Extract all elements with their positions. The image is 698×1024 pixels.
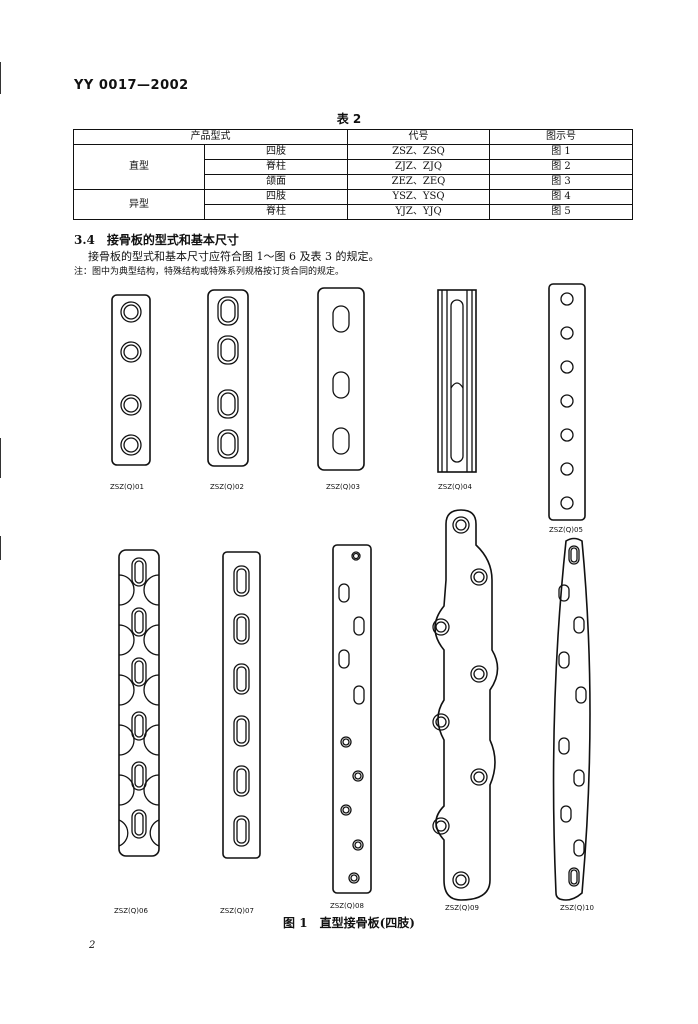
page-number: 2 [89, 940, 96, 951]
plate-drawing-06 [118, 549, 160, 857]
figure-label-04: ZSZ(Q)04 [438, 483, 472, 491]
standard-code: YY 0017—2002 [74, 78, 189, 93]
figure-label-03: ZSZ(Q)03 [326, 483, 360, 491]
plate-drawing-03 [317, 287, 365, 471]
plate-drawing-05 [548, 283, 586, 521]
figure-label-02: ZSZ(Q)02 [210, 483, 244, 491]
plate-drawing-07 [222, 551, 261, 859]
table-row: 直型 四肢 ZSZ、ZSQ 图 1 [73, 144, 633, 190]
scan-edge-mark [0, 438, 1, 478]
figure-label-05: ZSZ(Q)05 [549, 526, 583, 534]
figure-label-08: ZSZ(Q)08 [330, 902, 364, 910]
figure-label-06: ZSZ(Q)06 [114, 907, 148, 915]
figure-label-01: ZSZ(Q)01 [110, 483, 144, 491]
plate-drawing-10 [552, 537, 591, 901]
table-title: 表 2 [336, 112, 362, 126]
section-heading: 3.4 接骨板的型式和基本尺寸 [74, 233, 239, 247]
product-type-table: 产品型式 代号 图示号 直型 四肢 ZSZ、ZSQ 图 1 脊柱 ZJZ、ZJQ… [73, 129, 633, 220]
table-cell: YJZ、YJQ [347, 204, 490, 220]
figure-caption: 图 1 直型接骨板(四肢) [283, 916, 415, 930]
figure-label-07: ZSZ(Q)07 [220, 907, 254, 915]
section-text: 接骨板的型式和基本尺寸应符合图 1～图 6 及表 3 的规定。 [88, 250, 380, 263]
plate-drawing-08 [332, 544, 372, 894]
scan-edge-mark [0, 62, 1, 94]
plate-drawing-04 [437, 289, 477, 473]
scan-edge-mark [0, 536, 1, 560]
figure-label-10: ZSZ(Q)10 [560, 904, 594, 912]
table-row: 异型 四肢 YSZ、YSQ 图 4 [73, 189, 633, 220]
plate-drawing-09 [432, 509, 499, 901]
table-row: 颌面 ZEZ、ZEQ 图 3 [74, 174, 633, 190]
table-group-cell: 异型 [73, 189, 205, 220]
plate-drawing-01 [111, 294, 151, 466]
plate-drawing-02 [207, 289, 249, 467]
figure-label-09: ZSZ(Q)09 [445, 904, 479, 912]
section-note: 注：图中为典型结构，特殊结构或特殊系列规格按订货合同的规定。 [74, 267, 345, 277]
table-row: 脊柱 YJZ、YJQ 图 5 [74, 204, 633, 220]
table-group-cell: 直型 [73, 144, 205, 190]
table-cell: 图 5 [489, 204, 633, 220]
